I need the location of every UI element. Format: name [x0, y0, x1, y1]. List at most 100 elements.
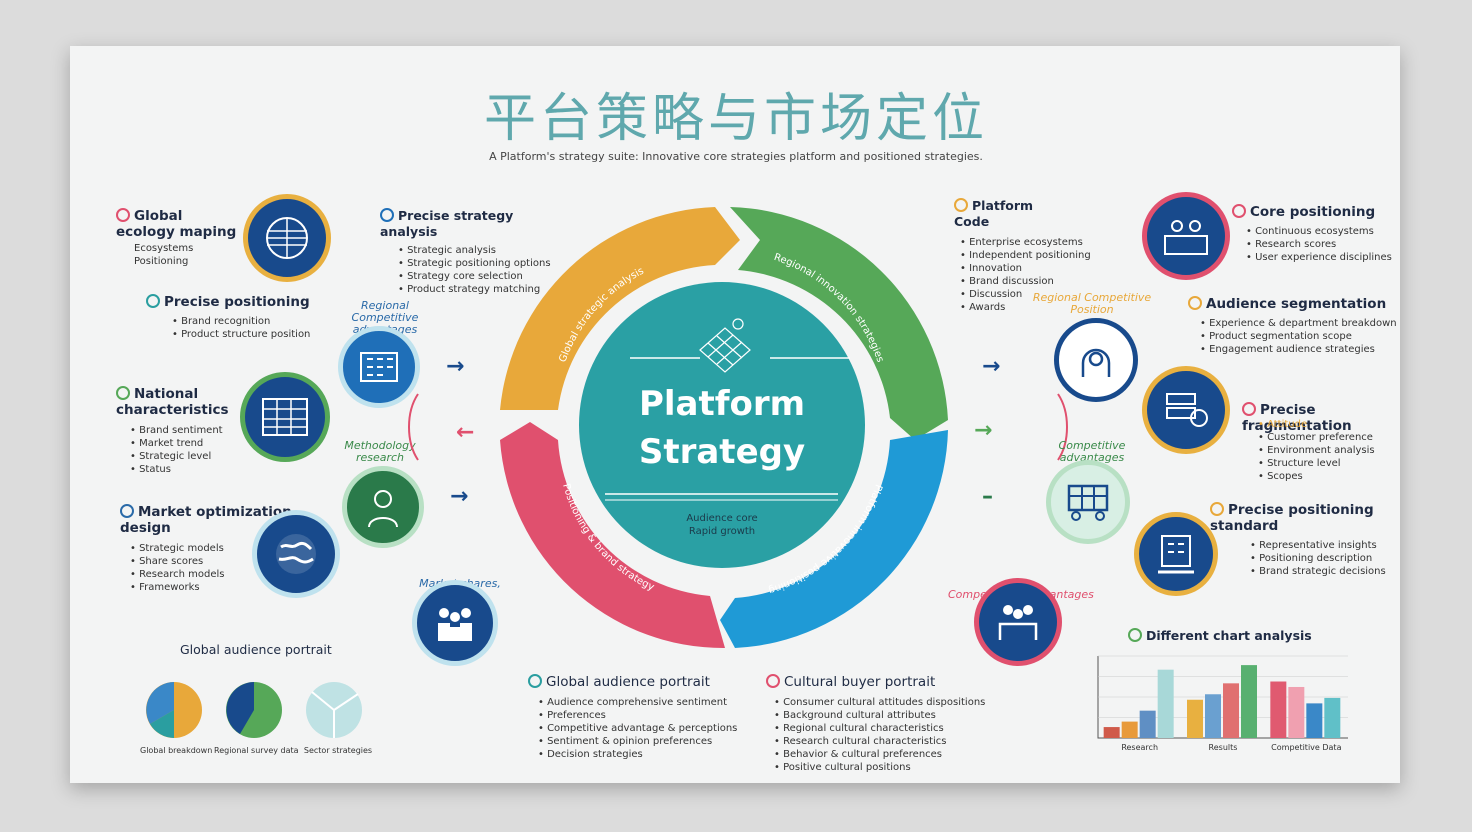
connector-arc-left: [408, 393, 419, 461]
pie-label-3: Sector strategies: [303, 746, 373, 755]
pie-2: [226, 682, 282, 738]
chart-bar: [1270, 681, 1287, 738]
heading-market-optimization: Market optimization design: [120, 504, 292, 536]
connector-arc-right: [1057, 393, 1068, 461]
list-item: Strategic level: [130, 450, 223, 463]
global-ecology-line2: Positioning: [134, 256, 189, 267]
arrow-left-icon: ←: [456, 420, 475, 445]
list-item: Brand recognition: [172, 315, 310, 328]
list-item: Positioning description: [1250, 552, 1386, 565]
document-grid-icon: [240, 372, 330, 462]
list-item: Awards: [960, 301, 1091, 314]
list-item: Scopes: [1258, 470, 1375, 483]
market-optimization-list: Strategic models Share scores Research m…: [130, 542, 224, 594]
chart-bar: [1157, 669, 1174, 738]
heading-audience-segmentation: Audience segmentation: [1188, 296, 1386, 312]
page-subtitle: A Platform's strategy suite: Innovative …: [489, 150, 983, 163]
list-item: Structure level: [1258, 457, 1375, 470]
chart-category-label: Results: [1209, 743, 1238, 752]
list-item: Continuous ecosystems: [1246, 225, 1392, 238]
arrow-right-icon: →: [974, 418, 993, 443]
head-gear-icon: [1054, 318, 1138, 402]
bullet-dot-icon: [528, 674, 542, 688]
cultural-buyer-list: Consumer cultural attitudes dispositions…: [774, 696, 985, 774]
list-item: Frameworks: [130, 581, 224, 594]
list-item: Consumer cultural attitudes dispositions: [774, 696, 985, 709]
building-icon: [338, 326, 420, 408]
pie-charts: [146, 682, 362, 738]
bullet-dot-icon: [954, 198, 968, 212]
list-item: Engagement audience strategies: [1200, 343, 1397, 356]
chart-bar: [1121, 721, 1138, 738]
list-item: Sentiment & opinion preferences: [538, 735, 737, 748]
tablet-icon: [1134, 512, 1218, 596]
list-item: Preferences: [538, 709, 737, 722]
pie-1: [146, 682, 202, 738]
center-sub2: Rapid growth: [688, 526, 756, 537]
global-ecology-line1: Ecosystems: [134, 243, 194, 254]
list-item: Independent positioning: [960, 249, 1091, 262]
chart-bar: [1223, 683, 1239, 738]
arrow-right-icon: →: [982, 354, 1001, 379]
chart-bar: [1205, 694, 1221, 738]
list-item: Research scores: [1246, 238, 1392, 251]
list-item: Brand strategic decisions: [1250, 565, 1386, 578]
list-item: Audience comprehensive sentiment: [538, 696, 737, 709]
list-item: Product strategy matching: [398, 283, 551, 296]
precise-strategy-list: Strategic analysis Strategic positioning…: [398, 244, 551, 296]
server-database-icon: [1142, 366, 1230, 454]
dash-icon: –: [982, 484, 993, 509]
bullet-dot-icon: [380, 208, 394, 222]
heading-chart: Different chart analysis: [1128, 628, 1312, 644]
pie-3: [306, 682, 362, 738]
list-item: Competitive advantage & perceptions: [538, 722, 737, 735]
globe-icon: [243, 194, 331, 282]
chart-axis: [1097, 656, 1348, 739]
center-title-line2: Strategy: [638, 432, 806, 472]
precise-positioning-list: Brand recognition Product structure posi…: [172, 315, 310, 341]
list-item: User experience disciplines: [1246, 251, 1392, 264]
chart-category-label: Research: [1121, 743, 1158, 752]
page-title: 平台策略与市场定位: [483, 89, 988, 149]
list-item: Background cultural attributes: [774, 709, 985, 722]
bullet-dot-icon: [1242, 402, 1256, 416]
heading-precise-standard: Precise positioning standard: [1210, 502, 1374, 534]
bullet-dot-icon: [116, 208, 130, 222]
bullet-dot-icon: [1210, 502, 1224, 516]
list-item: Product structure position: [172, 328, 310, 341]
list-item: Innovation: [960, 262, 1091, 275]
heading-global-audience-portrait: Global audience portrait: [528, 674, 710, 690]
heading-audience-portrait: Global audience portrait: [180, 642, 332, 657]
list-item: Share scores: [130, 555, 224, 568]
chart-bar: [1187, 699, 1203, 738]
list-item: Attitude: [1258, 418, 1375, 431]
group-icon: [974, 578, 1062, 666]
heading-national-characteristics: National characteristics: [116, 386, 229, 418]
center-title-line1: Platform: [638, 384, 806, 424]
list-item: Experience & department breakdown: [1200, 317, 1397, 330]
list-item: Brand sentiment: [130, 424, 223, 437]
list-item: Strategic models: [130, 542, 224, 555]
heading-platform-code: Platform Code: [954, 198, 1034, 229]
pie-label-1: Global breakdown: [140, 746, 213, 755]
list-item: Regional cultural characteristics: [774, 722, 985, 735]
heading-precise-strategy: Precise strategy analysis: [380, 208, 514, 239]
person-icon: [342, 466, 424, 548]
audience-segmentation-list: Experience & department breakdown Produc…: [1200, 317, 1397, 356]
center-sub1: Audience core: [686, 513, 758, 524]
arrow-right-icon: →: [450, 484, 469, 509]
caption-regional-position: Regional Competitive Position: [1032, 291, 1152, 316]
platform-code-list: Enterprise ecosystems Independent positi…: [960, 236, 1091, 314]
bullet-dot-icon: [120, 504, 134, 518]
bullet-dot-icon: [146, 294, 160, 308]
caption-methodology: Methodology research: [344, 439, 416, 464]
arrow-right-icon: →: [446, 354, 465, 379]
precise-fragmentation-list: Attitude Customer preference Environment…: [1258, 418, 1375, 483]
list-item: Market trend: [130, 437, 223, 450]
core-positioning-list: Continuous ecosystems Research scores Us…: [1246, 225, 1392, 264]
chart-bar: [1306, 703, 1323, 738]
list-item: Strategic positioning options: [398, 257, 550, 270]
list-item: Discussion: [960, 288, 1091, 301]
machine-icon: [1046, 460, 1130, 544]
